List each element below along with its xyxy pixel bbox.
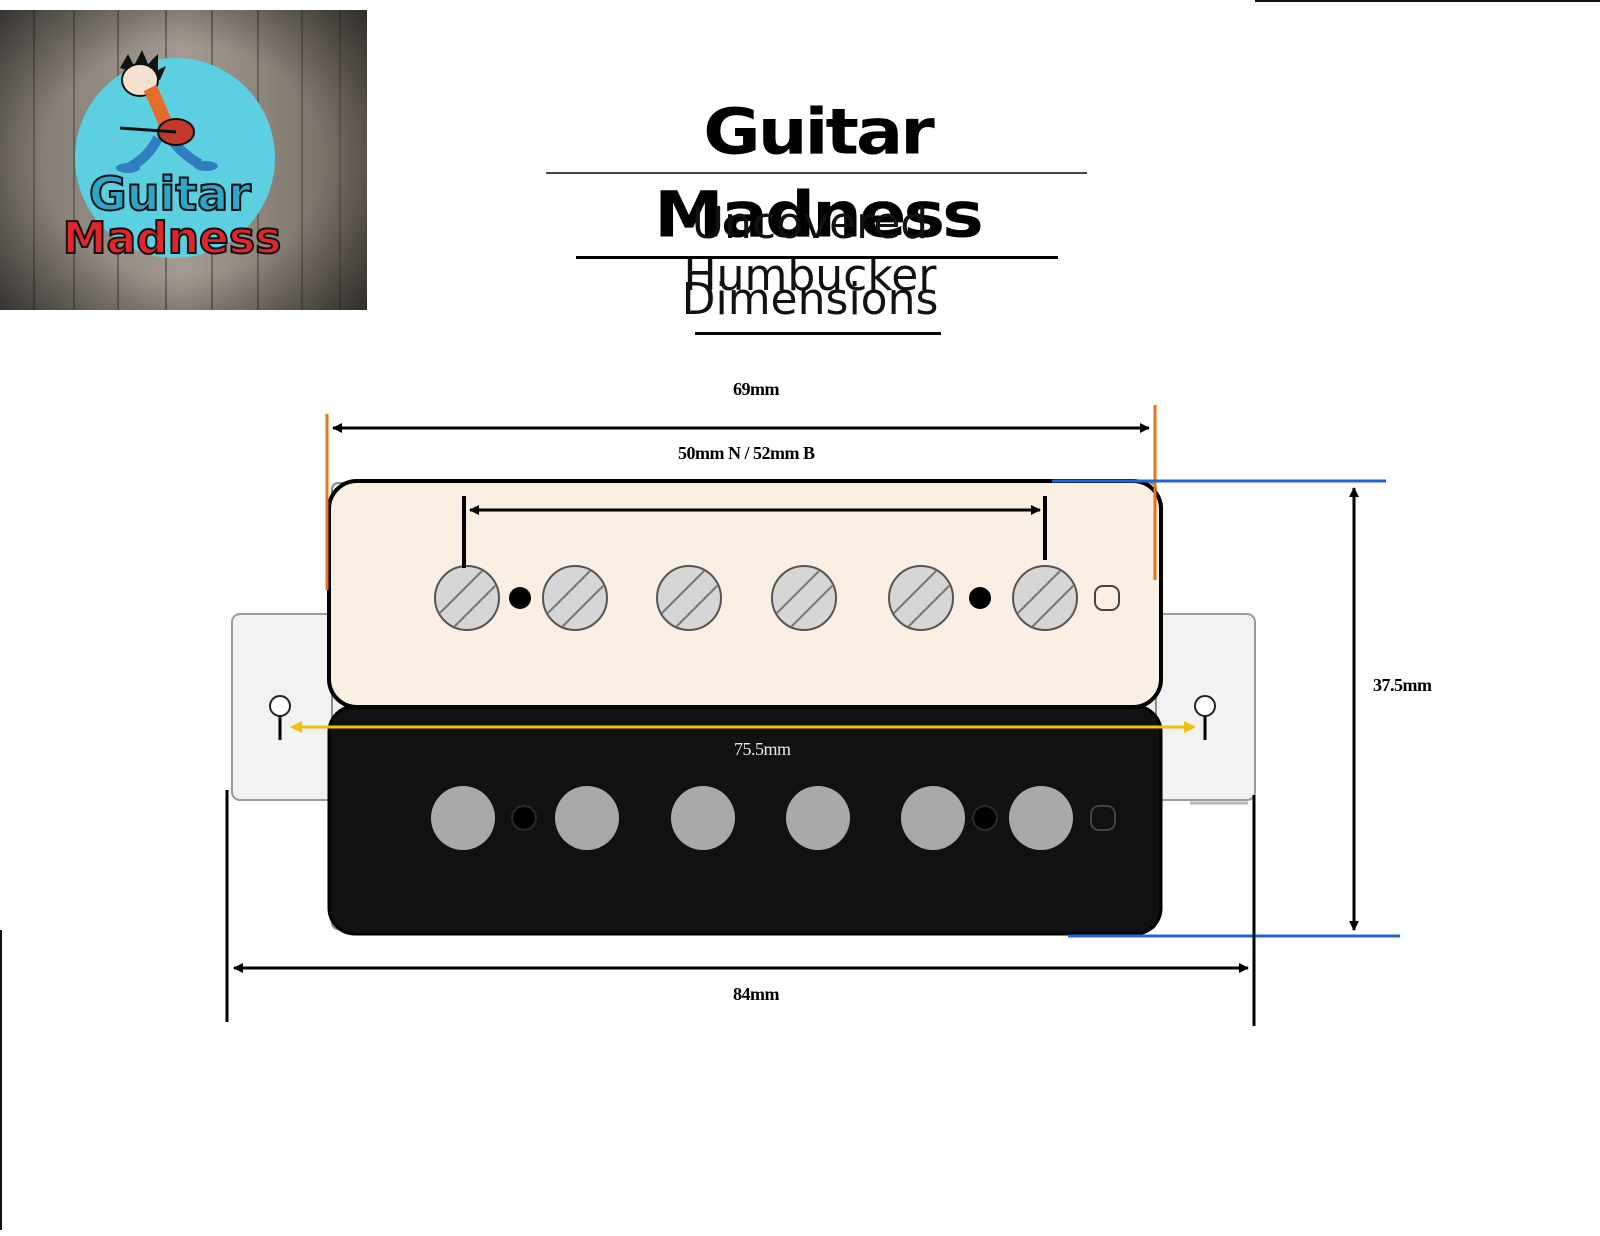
screw-slot (907, 584, 951, 628)
screw-slot (893, 570, 937, 614)
screw-pole (542, 565, 608, 631)
screw-slot (439, 570, 483, 614)
slug-pole (1009, 786, 1073, 850)
brand-title: Guitar Madness (654, 95, 984, 252)
guitar-madness-logo: Guitar Madness (0, 10, 367, 310)
screw-slot (561, 584, 605, 628)
bobbin-square-hole (1090, 805, 1116, 831)
mounting-hole-right (1194, 695, 1216, 717)
bobbin-screw-hole (972, 805, 998, 831)
label-37-5mm: 37.5mm (1373, 675, 1432, 695)
slug-pole (555, 786, 619, 850)
screw-pole (434, 565, 500, 631)
screw-slot (661, 570, 705, 614)
slug-pole (671, 786, 735, 850)
dimension-84mm (225, 790, 1256, 1026)
logo-graphic: Guitar Madness (0, 10, 367, 310)
label-69mm: 69mm (733, 379, 780, 399)
logo-text-madness: Madness (63, 213, 282, 264)
logo-text-guitar: Guitar (89, 167, 251, 221)
mounting-hole-left (269, 695, 291, 717)
screw-slot (547, 570, 591, 614)
page-edge-top (1255, 0, 1600, 2)
screw-pole (656, 565, 722, 631)
label-84mm: 84mm (733, 984, 780, 1004)
screw-slot (790, 584, 834, 628)
slug-pole (786, 786, 850, 850)
label-75-5mm: 75.5mm (734, 739, 791, 759)
heading-line2-underline (695, 332, 941, 335)
cream-bobbin (327, 479, 1163, 709)
heading-dimensions: Dimensions (681, 274, 939, 325)
dimension-37-5mm (1052, 479, 1400, 938)
bobbin-screw-hole (969, 587, 991, 609)
brand-title-underline (546, 172, 1087, 174)
cartoon-guitarist (116, 50, 218, 173)
mounting-holes (269, 695, 1216, 740)
page-edge-left (0, 930, 2, 1230)
heading-line1-underline (576, 256, 1058, 259)
dimension-pole-spacing (462, 496, 1047, 568)
dimension-69mm (325, 405, 1157, 590)
screw-slot (453, 584, 497, 628)
screw-slot (1031, 584, 1075, 628)
screw-pole (888, 565, 954, 631)
screw-pole (771, 565, 837, 631)
screw-slot (675, 584, 719, 628)
slug-pole (901, 786, 965, 850)
slug-pole (431, 786, 495, 850)
screw-slot (1017, 570, 1061, 614)
bobbin-screw-hole (509, 587, 531, 609)
screw-slot (776, 570, 820, 614)
screw-pole (1012, 565, 1078, 631)
screw-poles (434, 565, 1120, 631)
bobbin-screw-hole (511, 805, 537, 831)
bobbin-square-hole (1094, 585, 1120, 611)
label-pole-spacing: 50mm N / 52mm B (678, 443, 815, 463)
black-bobbin (327, 704, 1163, 936)
